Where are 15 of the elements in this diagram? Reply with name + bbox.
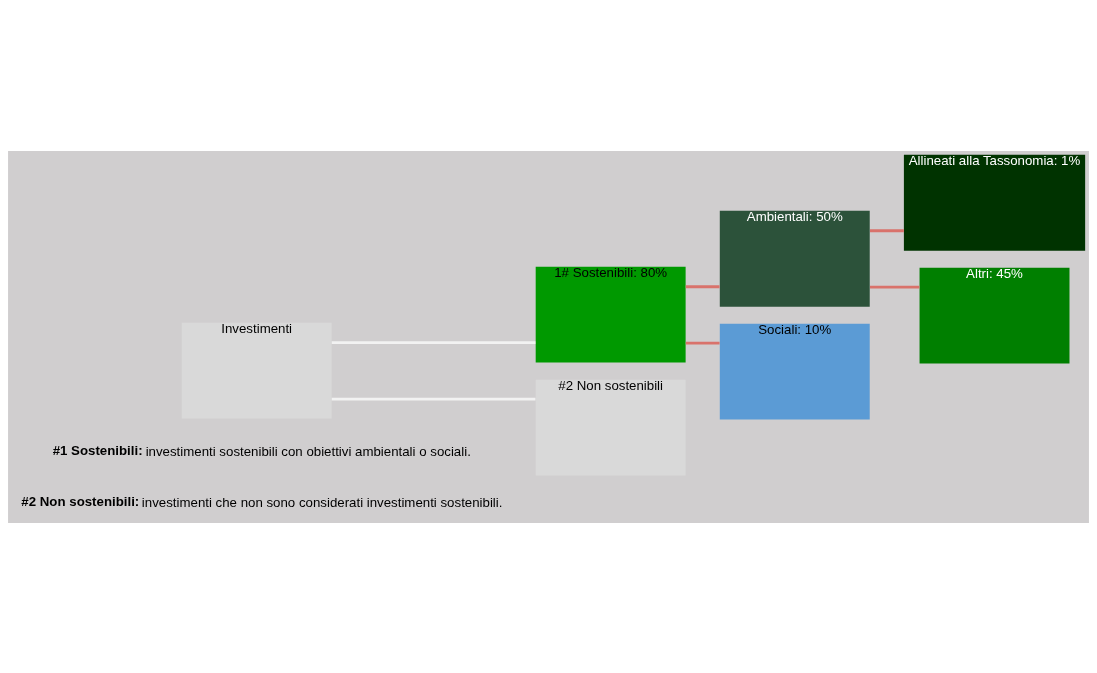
connector — [331, 397, 536, 401]
node-box: Altri: 45% — [919, 267, 1070, 364]
connector — [685, 284, 720, 288]
node-box: 1# Sostenibili: 80% — [535, 266, 686, 363]
connector — [685, 341, 720, 345]
connector — [870, 285, 920, 289]
node-box: Allineati alla Tassonomia: 1% — [903, 154, 1086, 251]
connector — [870, 228, 904, 232]
node-box: #2 Non sostenibili — [535, 379, 686, 476]
connector — [331, 340, 536, 344]
node-box: Investimenti — [181, 322, 332, 419]
node-box: Sociali: 10% — [719, 323, 870, 420]
node-box: Ambientali: 50% — [719, 210, 870, 307]
label: #1 Sostenibili: investimenti sostenibili con obiettivi ambientali o sociali. — [52, 442, 471, 459]
label: #2 Non sostenibili: investimenti che non sono considerati investimenti sostenibili. — [21, 493, 503, 510]
